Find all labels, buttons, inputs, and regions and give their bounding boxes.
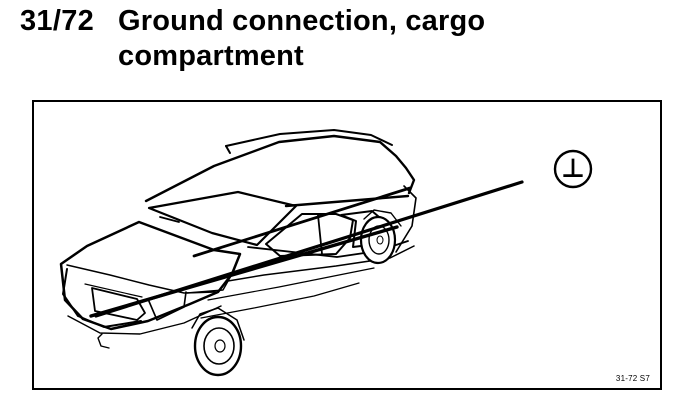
section-number: 31/72 — [20, 5, 95, 37]
figure-code: 31-72 S7 — [615, 374, 650, 383]
section-title: Ground connection, cargo compartment — [118, 5, 486, 72]
section-heading: 31/72 Ground connection, cargo compartme… — [20, 4, 538, 74]
car-rear-illustration — [59, 129, 593, 377]
illustration-frame: ⊥ 31-72 S7 — [32, 100, 662, 390]
ground-symbol-callout: ⊥ — [561, 154, 585, 184]
